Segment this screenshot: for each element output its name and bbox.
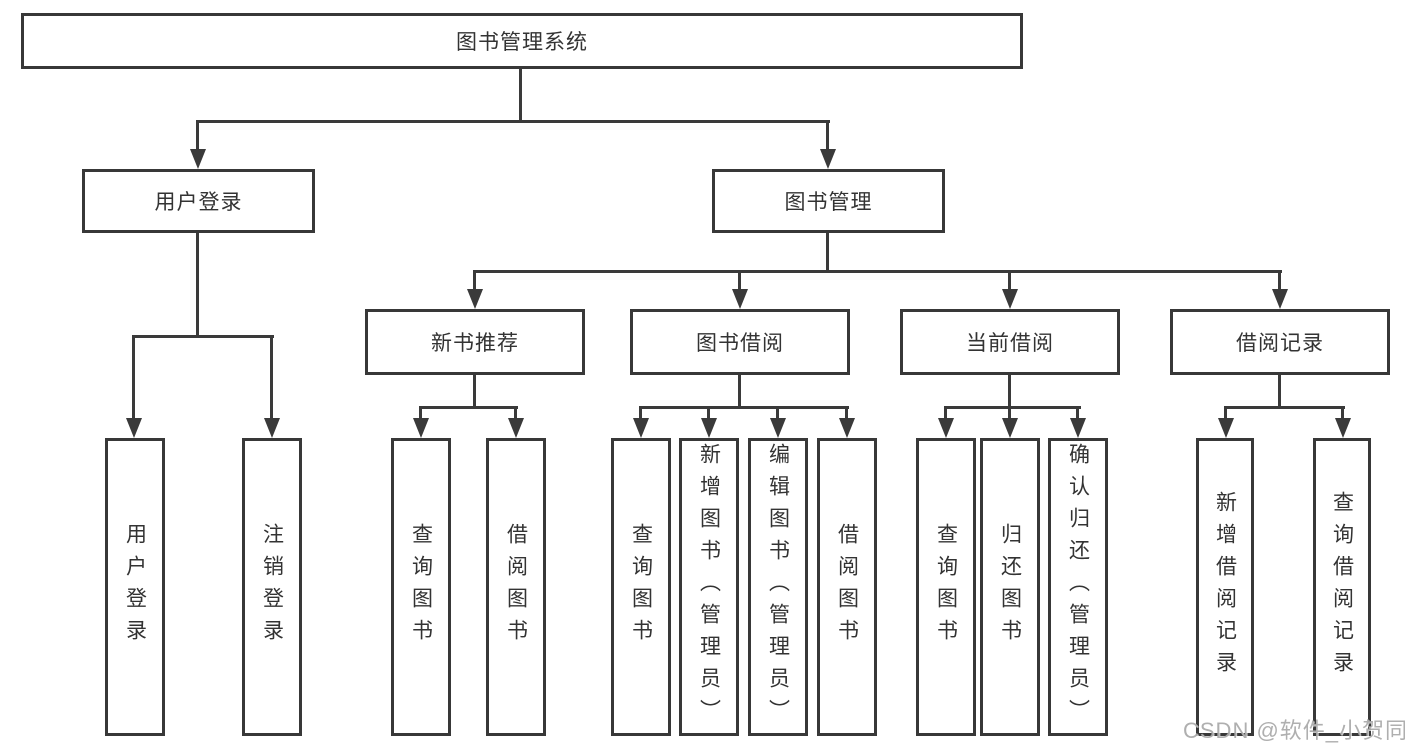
leaf-return-book: 归还图书 — [980, 438, 1040, 736]
node-label: 用户登录 — [154, 191, 243, 214]
leaf-query-book-newbook: 查询图书 — [391, 438, 451, 736]
leaf-edit-book-admin: 编辑图书（管理员） — [748, 438, 808, 736]
node-root-system: 图书管理系统 — [21, 13, 1023, 69]
connector-root-stem — [519, 69, 522, 122]
leaf-confirm-return-admin: 确认归还（管理员） — [1048, 438, 1108, 736]
connector-newbook-stem — [473, 375, 476, 409]
node-book-management: 图书管理 — [712, 169, 945, 233]
connector-current-span — [944, 406, 1081, 409]
arrow-down-icon — [820, 149, 836, 169]
arrow-down-icon — [938, 418, 954, 438]
connector-shaft — [132, 335, 135, 420]
arrow-down-icon — [1218, 418, 1234, 438]
arrow-down-icon — [1002, 418, 1018, 438]
arrow-down-icon — [770, 418, 786, 438]
connector-bookmgmt-span — [473, 270, 1282, 273]
node-label: 图书管理 — [784, 191, 873, 214]
node-label: 查询借阅记录 — [1330, 491, 1354, 683]
node-user-login: 用户登录 — [82, 169, 315, 233]
arrow-down-icon — [126, 418, 142, 438]
connector-shaft — [1278, 270, 1281, 291]
arrow-down-icon — [413, 418, 429, 438]
connector-shaft — [738, 270, 741, 291]
leaf-query-book-current: 查询图书 — [916, 438, 976, 736]
node-label: 借阅记录 — [1236, 332, 1324, 355]
connector-shaft — [1008, 406, 1011, 420]
node-label: 用户登录 — [123, 523, 147, 651]
node-label: 借阅图书 — [835, 523, 859, 651]
connector-shaft — [707, 406, 710, 420]
connector-shaft — [1341, 406, 1344, 420]
arrow-down-icon — [508, 418, 524, 438]
node-borrow-record: 借阅记录 — [1170, 309, 1390, 375]
node-label: 编辑图书（管理员） — [766, 443, 790, 731]
arrow-down-icon — [1002, 289, 1018, 309]
node-current-borrow: 当前借阅 — [900, 309, 1120, 375]
leaf-query-borrow-record: 查询借阅记录 — [1313, 438, 1371, 736]
node-book-borrow: 图书借阅 — [630, 309, 850, 375]
connector-shaft — [1224, 406, 1227, 420]
leaf-logout-login: 注销登录 — [242, 438, 302, 736]
leaf-query-book-borrow: 查询图书 — [611, 438, 671, 736]
connector-shaft — [1008, 270, 1011, 291]
node-label: 图书管理系统 — [456, 31, 588, 54]
node-new-book-recommend: 新书推荐 — [365, 309, 585, 375]
leaf-add-borrow-record: 新增借阅记录 — [1196, 438, 1254, 736]
connector-userlogin-span — [132, 335, 274, 338]
node-label: 借阅图书 — [504, 523, 528, 651]
arrow-down-icon — [633, 418, 649, 438]
connector-record-stem — [1278, 375, 1281, 409]
arrow-down-icon — [467, 289, 483, 309]
node-label: 确认归还（管理员） — [1066, 443, 1090, 731]
node-label: 新增图书（管理员） — [697, 443, 721, 731]
connector-borrow-stem — [738, 375, 741, 409]
connector-borrow-span — [639, 406, 849, 409]
connector-shaft — [419, 406, 422, 420]
arrow-down-icon — [701, 418, 717, 438]
arrow-down-icon — [839, 418, 855, 438]
arrow-down-icon — [264, 418, 280, 438]
arrow-down-icon — [1070, 418, 1086, 438]
leaf-add-book-admin: 新增图书（管理员） — [679, 438, 739, 736]
node-label: 注销登录 — [260, 523, 284, 651]
connector-shaft — [776, 406, 779, 420]
connector-bookmgmt-stem — [826, 233, 829, 273]
connector-current-stem — [1008, 375, 1011, 409]
node-label: 新增借阅记录 — [1213, 491, 1237, 683]
connector-shaft — [826, 120, 829, 151]
node-label: 图书借阅 — [696, 332, 784, 355]
connector-shaft — [845, 406, 848, 420]
connector-shaft — [514, 406, 517, 420]
connector-record-span — [1224, 406, 1345, 409]
arrow-down-icon — [732, 289, 748, 309]
node-label: 查询图书 — [934, 523, 958, 651]
connector-shaft — [944, 406, 947, 420]
connector-shaft — [639, 406, 642, 420]
node-label: 当前借阅 — [966, 332, 1054, 355]
node-label: 查询图书 — [629, 523, 653, 651]
node-label: 归还图书 — [998, 523, 1022, 651]
leaf-borrow-book-newbook: 借阅图书 — [486, 438, 546, 736]
connector-userlogin-stem — [196, 233, 199, 338]
arrow-down-icon — [1272, 289, 1288, 309]
node-label: 新书推荐 — [431, 332, 519, 355]
connector-shaft — [473, 270, 476, 291]
connector-shaft — [1076, 406, 1079, 420]
leaf-borrow-book-borrow: 借阅图书 — [817, 438, 877, 736]
arrow-down-icon — [190, 149, 206, 169]
connector-shaft — [270, 335, 273, 420]
csdn-watermark: CSDN @软件_小贺同学 — [1183, 718, 1405, 743]
arrow-down-icon — [1335, 418, 1351, 438]
connector-root-span — [196, 120, 830, 123]
connector-shaft — [196, 120, 199, 151]
node-label: 查询图书 — [409, 523, 433, 651]
leaf-user-login: 用户登录 — [105, 438, 165, 736]
connector-newbook-span — [419, 406, 518, 409]
